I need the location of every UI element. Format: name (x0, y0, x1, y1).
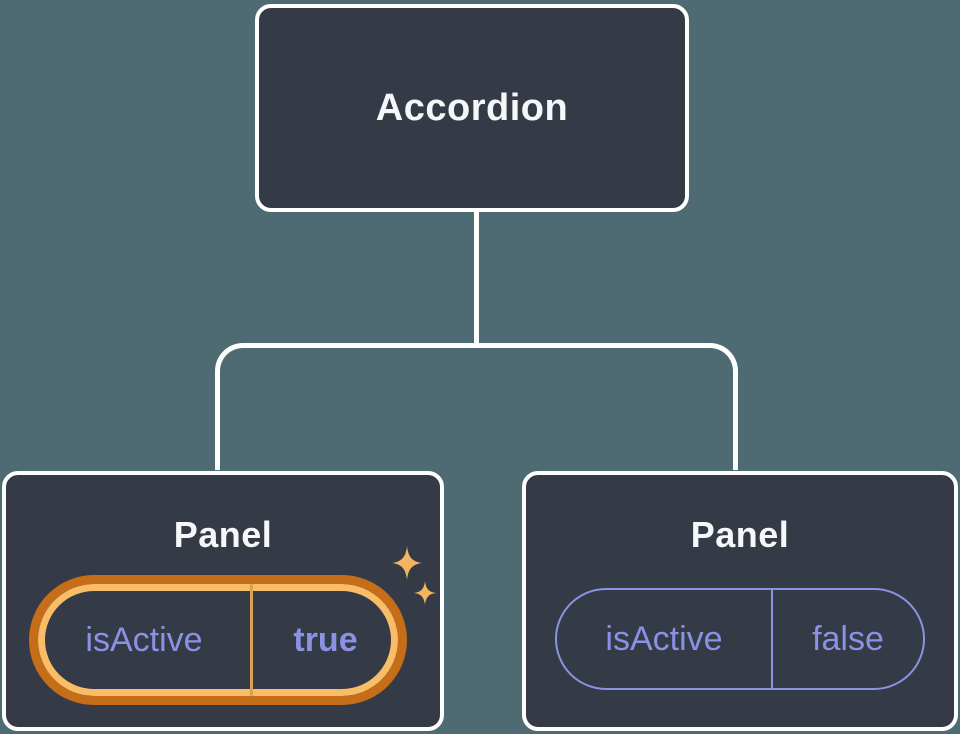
tree-connector-branch (215, 343, 738, 470)
prop-name: isActive (85, 620, 203, 659)
sparkle-icon-large (392, 546, 422, 580)
panel-node-inactive: Panel isActive false (522, 471, 958, 731)
pill-divider (771, 590, 773, 688)
sparkle-icon (392, 546, 436, 605)
sparkle-icon-small (414, 581, 436, 605)
prop-value: false (812, 619, 884, 658)
prop-pill-inactive: isActive false (555, 588, 925, 690)
tree-connector-stem (474, 212, 479, 346)
prop-value: true (293, 620, 358, 659)
prop-name: isActive (605, 619, 723, 658)
prop-pill-active: isActive true (29, 575, 407, 705)
pill-divider (250, 584, 253, 696)
accordion-node-label: Accordion (375, 86, 569, 129)
panel-node-active: Panel isActive true (2, 471, 444, 731)
panel-title: Panel (690, 514, 790, 555)
panel-title: Panel (173, 514, 273, 555)
accordion-node: Accordion (255, 4, 689, 212)
